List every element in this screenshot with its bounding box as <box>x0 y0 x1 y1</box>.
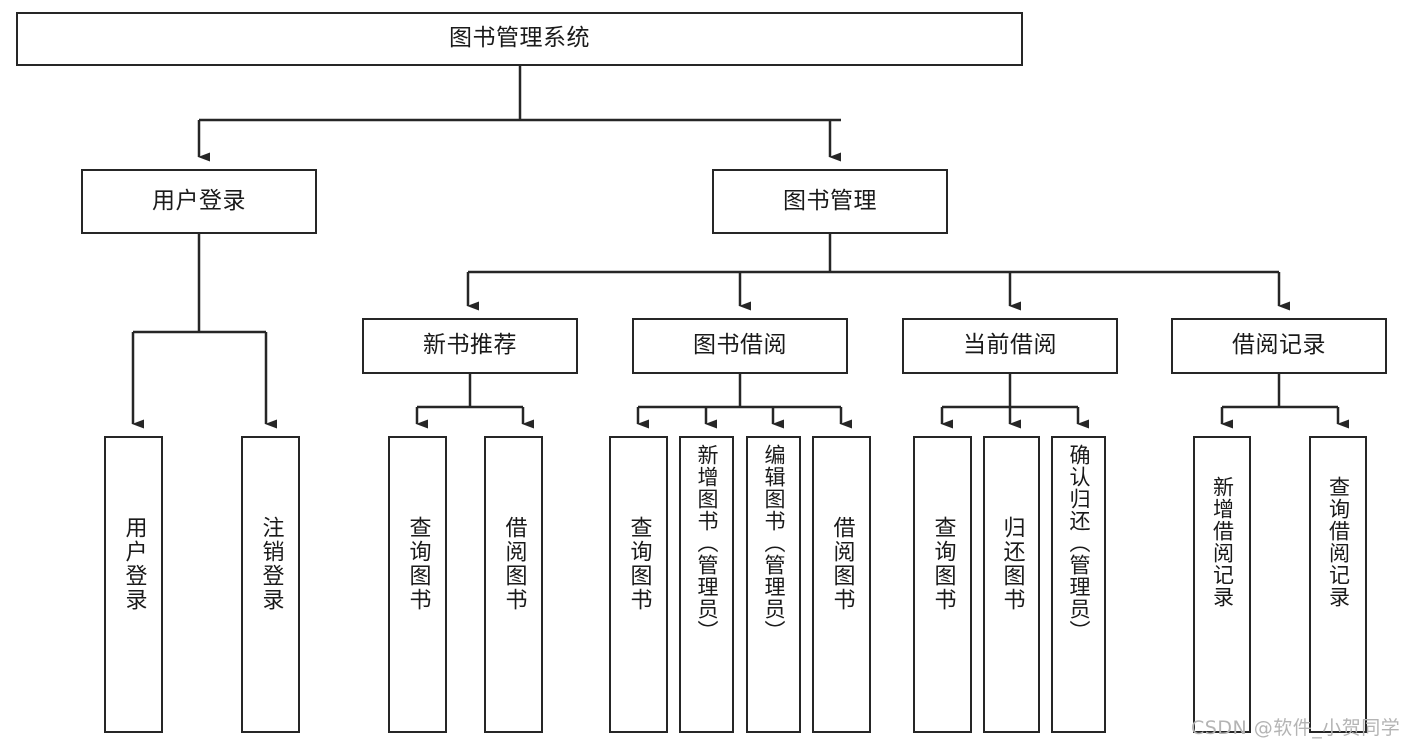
node-label: 查询图书 <box>405 516 431 612</box>
node-leaf-user-logout[interactable]: 注销登录 <box>241 436 300 733</box>
node-label: 图书管理 <box>783 187 877 214</box>
node-label: 图书借阅 <box>693 332 787 359</box>
node-label: 注销登录 <box>258 516 284 612</box>
node-root-book-management-system[interactable]: 图书管理系统 <box>16 12 1023 66</box>
node-label: 编辑图书（管理员） <box>762 444 786 642</box>
node-label: 查询图书 <box>626 516 652 612</box>
node-label: 借阅图书 <box>501 516 527 612</box>
node-label: 借阅图书 <box>829 516 855 612</box>
node-label: 图书管理系统 <box>449 25 590 52</box>
node-leaf-borrow-book-1[interactable]: 借阅图书 <box>484 436 543 733</box>
node-leaf-add-record[interactable]: 新增借阅记录 <box>1193 436 1251 733</box>
node-leaf-query-book-3[interactable]: 查询图书 <box>913 436 972 733</box>
node-borrow-record[interactable]: 借阅记录 <box>1171 318 1387 374</box>
node-label: 新增图书（管理员） <box>695 444 719 642</box>
node-label: 用户登录 <box>152 187 246 214</box>
node-leaf-query-record[interactable]: 查询借阅记录 <box>1309 436 1367 733</box>
node-label: 用户登录 <box>121 516 147 612</box>
node-label: 归还图书 <box>999 516 1025 612</box>
node-label: 查询图书 <box>930 516 956 612</box>
csdn-watermark: CSDN @软件_小贺同学 <box>1191 717 1401 739</box>
node-leaf-query-book-2[interactable]: 查询图书 <box>609 436 668 733</box>
node-leaf-query-book-1[interactable]: 查询图书 <box>388 436 447 733</box>
node-leaf-add-book[interactable]: 新增图书（管理员） <box>679 436 734 733</box>
node-user-login[interactable]: 用户登录 <box>81 169 317 234</box>
node-label: 新增借阅记录 <box>1210 476 1235 608</box>
node-label: 确认归还（管理员） <box>1067 444 1091 642</box>
node-label: 新书推荐 <box>423 332 517 359</box>
node-leaf-return-book[interactable]: 归还图书 <box>983 436 1040 733</box>
node-leaf-user-login[interactable]: 用户登录 <box>104 436 163 733</box>
node-leaf-edit-book[interactable]: 编辑图书（管理员） <box>746 436 801 733</box>
node-label: 查询借阅记录 <box>1326 476 1351 608</box>
node-new-book-recommend[interactable]: 新书推荐 <box>362 318 578 374</box>
node-leaf-borrow-book-2[interactable]: 借阅图书 <box>812 436 871 733</box>
node-current-borrow[interactable]: 当前借阅 <box>902 318 1118 374</box>
node-label: 借阅记录 <box>1232 332 1326 359</box>
node-leaf-confirm-return[interactable]: 确认归还（管理员） <box>1051 436 1106 733</box>
node-label: 当前借阅 <box>963 332 1057 359</box>
node-book-manage[interactable]: 图书管理 <box>712 169 948 234</box>
node-book-borrow[interactable]: 图书借阅 <box>632 318 848 374</box>
